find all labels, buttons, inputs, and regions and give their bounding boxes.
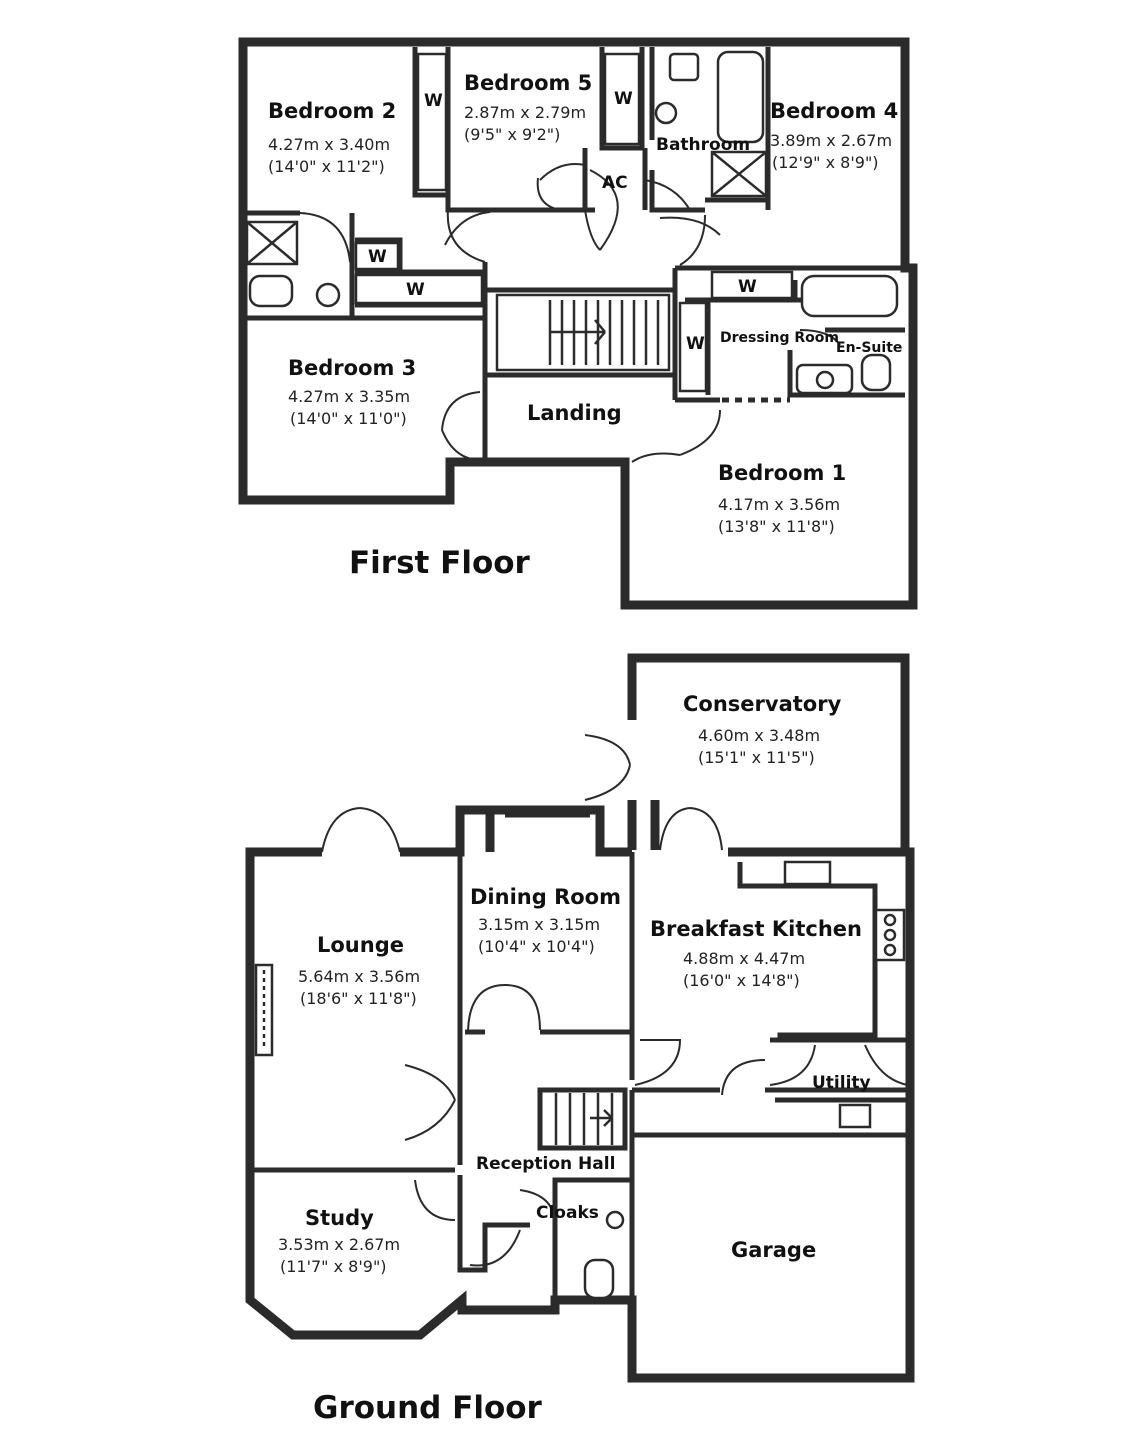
breakfast-kitchen-name: Breakfast Kitchen [650, 917, 862, 941]
wardrobe-1 [354, 241, 400, 271]
wc-ensuite2 [248, 274, 294, 308]
en-suite-name: En-Suite [836, 340, 902, 356]
first-floor-outer-wall [238, 37, 918, 610]
conservatory-wall [627, 653, 910, 852]
breakfast-kitchen-metric: 4.88m x 4.47m [683, 949, 805, 968]
kitchen-sink [783, 860, 832, 886]
ground-floor-plan [245, 653, 915, 1383]
bedroom4-metric: 3.89m x 2.67m [770, 131, 892, 150]
bedroom5-metric: 2.87m x 2.79m [464, 103, 586, 122]
bedroom3-imperial: (14'0" x 11'0") [290, 409, 407, 428]
first-floor-plan [238, 37, 918, 610]
study-imperial: (11'7" x 8'9") [280, 1257, 387, 1276]
wardrobe-bed2 [416, 52, 448, 192]
ground-floor-title: Ground Floor [313, 1390, 543, 1426]
landing-name: Landing [527, 401, 622, 425]
dressing-room-name: Dressing Room [720, 330, 839, 346]
breakfast-kitchen-imperial: (16'0" x 14'8") [683, 971, 800, 990]
bedroom2-name: Bedroom 2 [268, 99, 396, 123]
utility-sink [838, 1103, 872, 1129]
bedroom4-imperial: (12'9" x 8'9") [772, 153, 879, 172]
wc-ensuite [860, 353, 892, 392]
bedroom4-name: Bedroom 4 [770, 99, 898, 123]
conservatory-name: Conservatory [683, 692, 842, 716]
first-floor-stairs [495, 293, 671, 372]
bedroom2-metric: 4.27m x 3.40m [268, 135, 390, 154]
wc-cloaks [583, 1258, 615, 1300]
garage-name: Garage [731, 1238, 816, 1262]
bedroom1-imperial: (13'8" x 11'8") [718, 517, 835, 536]
study-metric: 3.53m x 2.67m [278, 1235, 400, 1254]
bedroom3-name: Bedroom 3 [288, 356, 416, 380]
wardrobe-label-2: W [614, 89, 633, 109]
bath-ensuite [800, 274, 899, 318]
ground-floor-labels: Conservatory 4.60m x 3.48m (15'1" x 11'5… [278, 692, 871, 1426]
first-floor-title: First Floor [349, 545, 531, 581]
bedroom1-name: Bedroom 1 [718, 461, 846, 485]
bedroom5-name: Bedroom 5 [464, 71, 592, 95]
bathroom-name: Bathroom [656, 135, 750, 155]
lounge-name: Lounge [317, 933, 404, 957]
wc-bathroom [668, 52, 700, 82]
bedroom2-imperial: (14'0" x 11'2") [268, 157, 385, 176]
dining-room-name: Dining Room [470, 885, 621, 909]
ground-floor-outer-wall [245, 847, 915, 1383]
wardrobe-label-5: W [738, 277, 757, 297]
wardrobe-dressing-2 [710, 270, 794, 300]
bath [716, 50, 765, 144]
cloaks-name: Cloaks [536, 1203, 599, 1223]
first-floor-labels: Bedroom 2 4.27m x 3.40m (14'0" x 11'2") … [268, 71, 902, 581]
dining-room-imperial: (10'4" x 10'4") [478, 937, 595, 956]
wardrobe-dressing-1 [678, 301, 708, 393]
wardrobe-2 [354, 273, 484, 305]
study-name: Study [305, 1206, 374, 1230]
wardrobe-label-3: W [368, 247, 387, 267]
wardrobe-label-1: W [424, 91, 443, 111]
utility-name: Utility [812, 1073, 871, 1093]
bedroom1-metric: 4.17m x 3.56m [718, 495, 840, 514]
conservatory-imperial: (15'1" x 11'5") [698, 748, 815, 767]
reception-hall-name: Reception Hall [476, 1154, 615, 1174]
ac-name: AC [602, 173, 628, 193]
bedroom3-metric: 4.27m x 3.35m [288, 387, 410, 406]
wardrobe-label-6: W [686, 334, 705, 354]
lounge-metric: 5.64m x 3.56m [298, 967, 420, 986]
wardrobe-bed5 [603, 52, 641, 146]
bedroom5-imperial: (9'5" x 9'2") [464, 125, 560, 144]
wall-bed2-bed5 [412, 47, 451, 198]
lounge-imperial: (18'6" x 11'8") [300, 989, 417, 1008]
conservatory-metric: 4.60m x 3.48m [698, 726, 820, 745]
wardrobe-label-4: W [406, 280, 425, 300]
dining-room-metric: 3.15m x 3.15m [478, 915, 600, 934]
